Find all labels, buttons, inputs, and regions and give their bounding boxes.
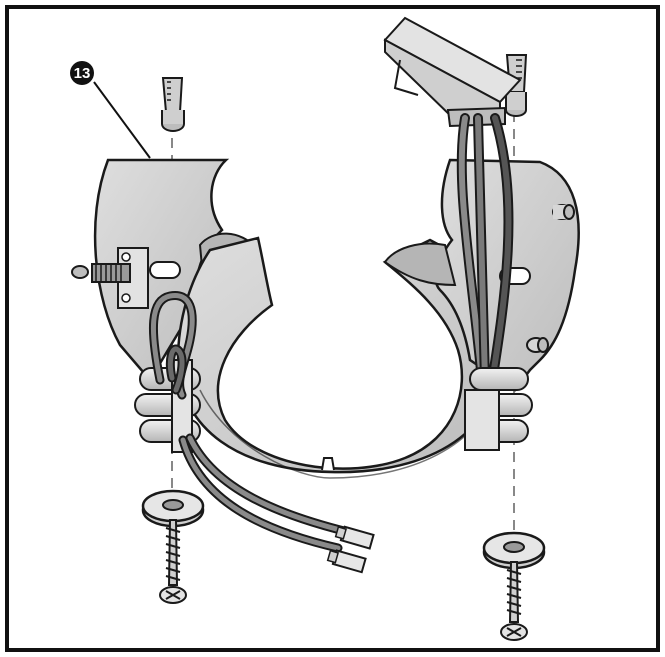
- diagram-border: [5, 5, 660, 652]
- left-washer: [141, 489, 205, 528]
- callout-13: 13: [70, 61, 151, 159]
- left-screw: [159, 519, 187, 604]
- left-wall-anchor: [161, 77, 185, 132]
- callout-circle: [70, 61, 94, 85]
- right-wires: [456, 113, 514, 387]
- wire-connectors: [326, 525, 375, 574]
- callout-leader-line: [93, 81, 151, 159]
- callout-number: 13: [74, 65, 91, 82]
- right-washer: [482, 531, 546, 570]
- right-grommet-stack: [464, 367, 533, 451]
- right-screw: [500, 561, 528, 641]
- wire-channel-cover: [383, 16, 522, 128]
- left-wires: [149, 290, 353, 553]
